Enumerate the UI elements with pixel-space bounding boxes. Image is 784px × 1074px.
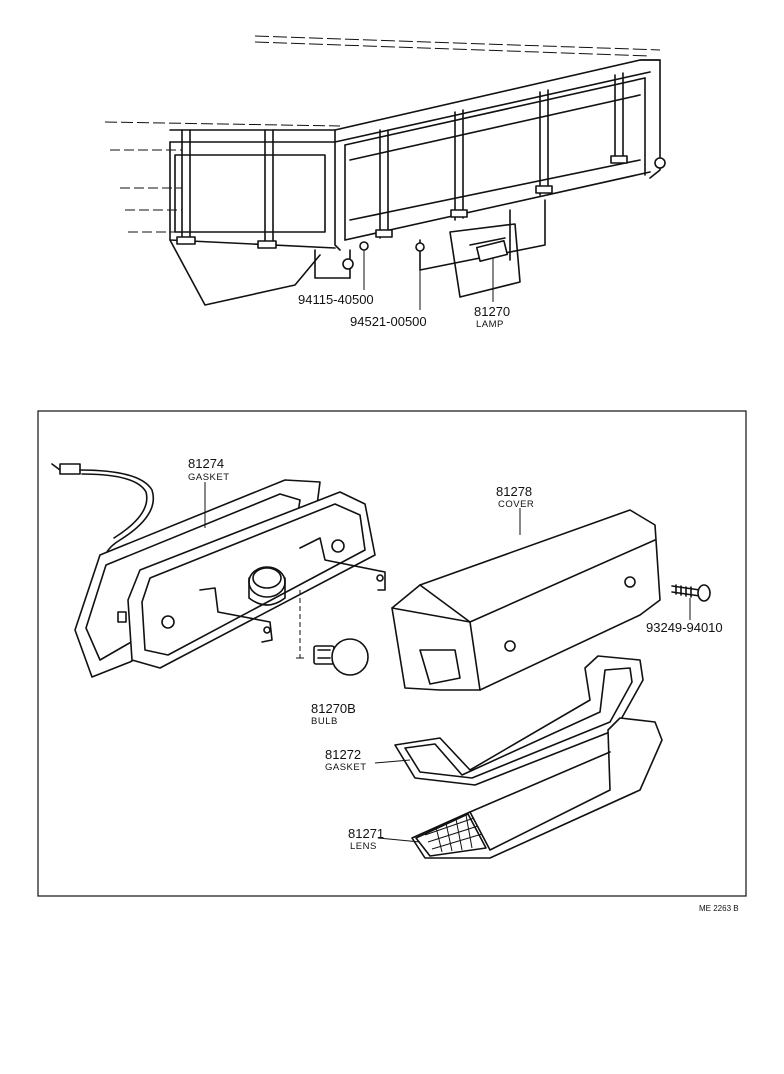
callout-94521-00500: 94521-00500 xyxy=(350,314,427,329)
callout-81272: 81272 xyxy=(325,747,361,762)
label-gasket-81272: GASKET xyxy=(325,762,367,773)
top-leaders xyxy=(363,250,494,310)
reference-code: ME 2263 B xyxy=(699,904,739,913)
callout-81278: 81278 xyxy=(496,484,532,499)
lamp-cover xyxy=(391,509,661,691)
label-bulb: BULB xyxy=(311,716,338,727)
exploded-leaders xyxy=(204,482,691,843)
bulb xyxy=(313,638,369,676)
label-cover: COVER xyxy=(498,499,534,510)
callout-81270: 81270 xyxy=(474,304,510,319)
callout-81271: 81271 xyxy=(348,826,384,841)
label-gasket-81274: GASKET xyxy=(188,472,230,483)
callout-81274: 81274 xyxy=(188,456,224,471)
label-lamp: LAMP xyxy=(476,319,504,330)
callout-93249-94010: 93249-94010 xyxy=(646,620,723,635)
callout-94115-40500: 94115-40500 xyxy=(298,292,374,307)
lamp-housing xyxy=(74,479,386,678)
screw xyxy=(671,584,711,602)
lens xyxy=(411,717,663,859)
lens-gasket xyxy=(394,655,644,786)
exploded-view-frame xyxy=(37,410,747,897)
label-lens: LENS xyxy=(350,841,377,852)
callout-81270b: 81270B xyxy=(311,701,356,716)
truck-bed-drawing xyxy=(104,35,666,306)
